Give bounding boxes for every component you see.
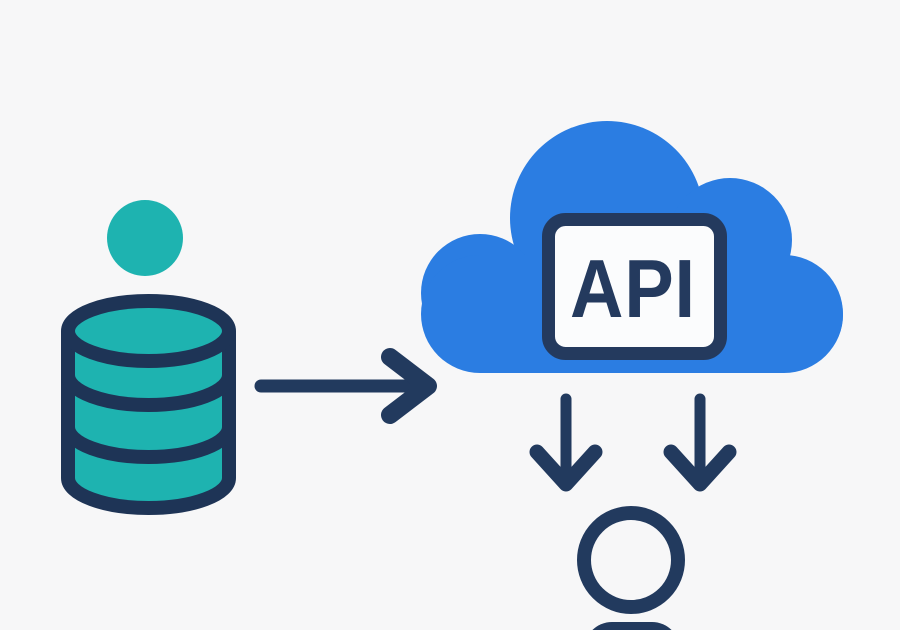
user-icon — [577, 506, 685, 630]
database-icon — [61, 200, 236, 515]
database-dot — [107, 200, 183, 276]
database-divider-upper — [61, 374, 236, 412]
down-arrow-right-icon — [663, 393, 737, 492]
user-head — [577, 506, 685, 614]
api-badge: API — [542, 213, 727, 360]
right-arrow-head — [381, 348, 437, 424]
api-label: API — [570, 242, 696, 335]
api-box — [542, 213, 727, 360]
user-torso — [592, 622, 672, 630]
down-arrow-left-icon — [529, 393, 603, 492]
database-top — [61, 294, 236, 368]
right-arrow-icon — [254, 348, 437, 424]
down-arrow-right-head — [663, 444, 737, 492]
down-arrow-left-head — [529, 444, 603, 492]
database-divider-lower — [61, 426, 236, 464]
database-body — [61, 331, 236, 515]
